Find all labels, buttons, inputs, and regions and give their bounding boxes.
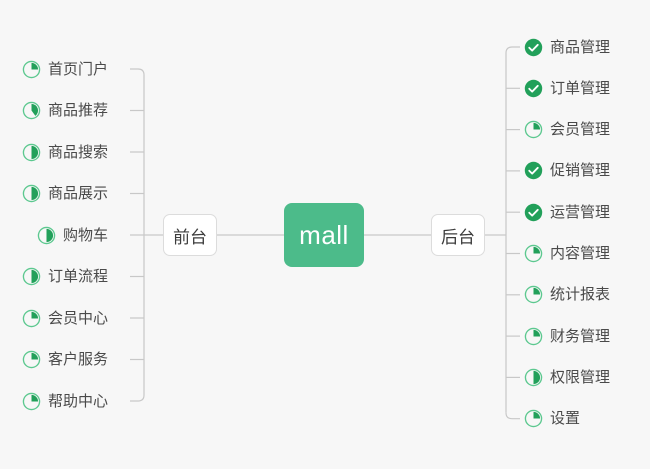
leaf-item-订单管理[interactable]: 订单管理 — [524, 76, 610, 100]
check-circle-icon — [524, 38, 543, 56]
connector-back-stub-0 — [505, 46, 520, 54]
leaf-item-商品管理[interactable]: 商品管理 — [524, 35, 610, 59]
pie-progress-icon — [22, 392, 41, 410]
leaf-item-label: 权限管理 — [550, 368, 611, 386]
branch-node-back[interactable]: 后台 — [431, 214, 485, 256]
leaf-item-商品展示[interactable]: 商品展示 — [22, 182, 108, 206]
leaf-item-label: 首页门户 — [47, 60, 108, 78]
leaf-item-促销管理[interactable]: 促销管理 — [524, 159, 610, 183]
leaf-item-label: 商品搜索 — [47, 143, 108, 161]
pie-progress-icon — [524, 368, 543, 387]
leaf-item-label: 统计报表 — [550, 286, 611, 304]
pie-progress-icon — [22, 101, 41, 120]
connector-back-stub-9 — [505, 412, 520, 420]
leaf-item-运营管理[interactable]: 运营管理 — [524, 200, 610, 224]
leaf-item-会员中心[interactable]: 会员中心 — [22, 306, 108, 330]
leaf-item-label: 会员管理 — [550, 121, 611, 139]
leaf-item-统计报表[interactable]: 统计报表 — [524, 283, 610, 307]
check-circle-icon — [524, 203, 543, 221]
leaf-item-label: 设置 — [550, 410, 581, 428]
leaf-item-label: 购物车 — [62, 226, 108, 244]
leaf-item-内容管理[interactable]: 内容管理 — [524, 242, 610, 266]
branch-node-front[interactable]: 前台 — [163, 214, 217, 256]
pie-progress-icon — [22, 267, 41, 286]
pie-progress-icon — [22, 143, 41, 161]
leaf-item-label: 帮助中心 — [47, 392, 108, 410]
leaf-item-label: 订单管理 — [550, 79, 611, 97]
center-node-mall[interactable]: mall — [284, 203, 364, 267]
leaf-item-label: 商品推荐 — [47, 102, 108, 119]
leaf-item-首页门户[interactable]: 首页门户 — [22, 57, 108, 81]
pie-progress-icon — [524, 286, 543, 304]
leaf-item-帮助中心[interactable]: 帮助中心 — [22, 389, 108, 413]
leaf-item-label: 运营管理 — [550, 203, 611, 221]
connector-front-stub-0 — [130, 68, 145, 76]
pie-progress-icon — [524, 120, 543, 139]
leaf-item-财务管理[interactable]: 财务管理 — [524, 324, 610, 348]
pie-progress-icon — [524, 327, 543, 345]
leaf-item-订单流程[interactable]: 订单流程 — [22, 265, 108, 289]
check-circle-icon — [524, 162, 543, 180]
leaf-item-label: 商品管理 — [550, 38, 611, 56]
pie-progress-icon — [22, 309, 41, 327]
leaf-item-label: 财务管理 — [550, 327, 611, 345]
center-node-label: mall — [299, 219, 349, 250]
leaf-item-购物车[interactable]: 购物车 — [37, 223, 108, 247]
pie-progress-icon — [524, 409, 543, 428]
leaf-item-会员管理[interactable]: 会员管理 — [524, 118, 610, 142]
leaf-item-label: 客户服务 — [47, 351, 108, 368]
leaf-item-label: 会员中心 — [47, 309, 108, 327]
branch-node-back-label: 后台 — [441, 227, 475, 247]
leaf-item-商品推荐[interactable]: 商品推荐 — [22, 99, 108, 123]
branch-node-front-label: 前台 — [173, 227, 207, 247]
check-circle-icon — [524, 79, 543, 98]
leaf-item-label: 商品展示 — [47, 185, 108, 202]
pie-progress-icon — [22, 184, 41, 203]
leaf-item-商品搜索[interactable]: 商品搜索 — [22, 140, 108, 164]
pie-progress-icon — [37, 226, 56, 244]
pie-progress-icon — [524, 244, 543, 263]
leaf-item-设置[interactable]: 设置 — [524, 407, 580, 431]
connector-front-stub-8 — [130, 394, 145, 402]
leaf-item-label: 促销管理 — [550, 162, 611, 180]
pie-progress-icon — [22, 60, 41, 78]
leaf-item-label: 内容管理 — [550, 245, 611, 262]
leaf-item-权限管理[interactable]: 权限管理 — [524, 365, 610, 389]
pie-progress-icon — [22, 350, 41, 369]
leaf-item-客户服务[interactable]: 客户服务 — [22, 348, 108, 372]
leaf-item-label: 订单流程 — [47, 268, 108, 285]
